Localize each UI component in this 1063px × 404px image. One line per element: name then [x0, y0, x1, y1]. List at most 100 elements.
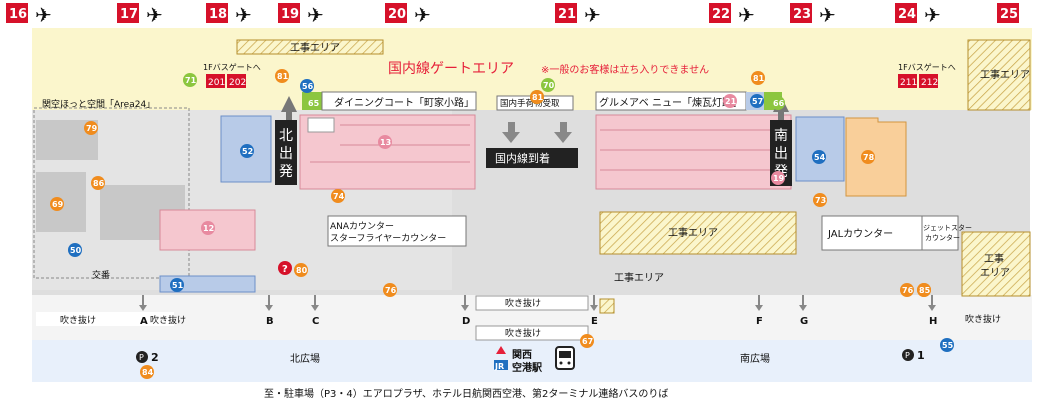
svg-text:80: 80 [296, 266, 308, 275]
bus-gate-number: 211 [900, 78, 917, 88]
starflyer-counter-label: スターフライヤーカウンター [330, 233, 446, 244]
svg-text:76: 76 [385, 286, 397, 295]
gate-area-title: 国内線ゲートエリア [388, 61, 514, 77]
svg-text:79: 79 [86, 124, 98, 133]
parking-p1-icon [902, 349, 914, 361]
airplane-icon: ✈ [35, 3, 52, 27]
domestic-arrival-block [486, 148, 578, 168]
south-departure-block [770, 120, 792, 186]
construction-label-right: 工事エリア [980, 68, 1030, 81]
bus-gate-212 [919, 74, 938, 88]
marker-pink-12: 12 [201, 221, 215, 235]
airplane-icon: ✈ [146, 3, 163, 27]
gate-area-note: ※一般のお客様は立ち入りできません [541, 63, 709, 76]
airplane-icon: ✈ [584, 3, 601, 27]
koban-label: 交番 [92, 269, 110, 281]
gate-number: 19 [281, 7, 299, 22]
construction-area-lower-right [961, 231, 1031, 297]
marker-orange-80: 80 [294, 263, 308, 277]
svg-text:81: 81 [277, 72, 289, 81]
marker-green-71: 71 [183, 73, 197, 87]
gate-20: 20✈ [385, 3, 431, 27]
gourmet-avenue-label: グルメアベ ニュー「煉瓦灯路」 [599, 96, 742, 109]
entrance-F: F [756, 316, 763, 327]
parking-p1-label: 1 [917, 349, 925, 362]
marker-orange-81: 81 [530, 90, 544, 104]
construction-area-middle [599, 211, 797, 255]
gate-25: 25 [997, 3, 1019, 23]
marker-orange-69: 69 [50, 197, 64, 211]
departure-char: 出 [774, 146, 788, 162]
svg-text:57: 57 [752, 97, 763, 106]
svg-text:67: 67 [582, 337, 593, 346]
marker-green-65: 65 [306, 96, 320, 110]
construction-area-top [236, 39, 384, 55]
gate-number: 24 [898, 7, 916, 22]
gate-strip [0, 0, 1063, 32]
airplane-icon: ✈ [414, 3, 431, 27]
gate-24: 24✈ [895, 3, 941, 27]
gate-19: 19✈ [278, 3, 324, 27]
svg-text:73: 73 [815, 196, 826, 205]
svg-text:12: 12 [203, 224, 214, 233]
gate-22: 22✈ [709, 3, 755, 27]
parking-p2-label: 2 [151, 351, 159, 364]
jal-counter-box [821, 215, 923, 251]
departure-char: 出 [279, 146, 293, 162]
gate-number: 16 [9, 7, 27, 22]
info-icon: ? [278, 261, 292, 275]
gate-number: 17 [120, 7, 138, 22]
shop-12 [159, 209, 256, 251]
area24-block [33, 107, 190, 279]
airplane-icon: ✈ [235, 3, 252, 27]
svg-text:21: 21 [725, 97, 737, 106]
svg-text:69: 69 [52, 200, 64, 209]
bus-gate-211 [898, 74, 917, 88]
marker-blue-52: 52 [240, 144, 254, 158]
marker-orange-73: 73 [813, 193, 827, 207]
gate-number: 23 [793, 7, 811, 22]
shop-51 [159, 275, 256, 293]
entrance-G: G [800, 316, 808, 327]
fukinuke-label-2: 吹き抜け [150, 314, 186, 326]
marker-blue-51: 51 [170, 278, 184, 292]
fukinuke-label-5: 吹き抜け [965, 313, 1001, 325]
shop-78 [845, 117, 907, 197]
marker-orange-86: 86 [91, 176, 105, 190]
svg-text:65: 65 [308, 99, 320, 108]
marker-orange-74: 74 [331, 189, 345, 203]
marker-orange-85: 85 [917, 283, 931, 297]
entrance-E: E [591, 316, 598, 327]
svg-text:JR: JR [494, 362, 504, 371]
plaza-band [32, 340, 1032, 382]
station-label-1: 関西 [512, 349, 532, 361]
jetstar-counter-label-1: ジェットスター [923, 223, 972, 232]
baggage-claim-label: 国内手荷物受取 [500, 98, 560, 109]
bus-gate-number: 202 [229, 78, 246, 88]
entrance-A: A [140, 316, 148, 327]
svg-text:84: 84 [142, 368, 154, 377]
svg-text:66: 66 [773, 99, 785, 108]
marker-orange-81: 81 [751, 71, 765, 85]
marker-blue-56: 56 [300, 79, 314, 93]
marker-blue-55: 55 [940, 338, 954, 352]
entrance-C: C [312, 316, 319, 327]
svg-text:71: 71 [185, 76, 197, 85]
marker-pink-13: 13 [378, 135, 392, 149]
gate-17: 17 ✈ [117, 3, 163, 27]
marker-green-70: 70 [541, 78, 555, 92]
jr-logo [494, 360, 508, 370]
marker-orange-79: 79 [84, 121, 98, 135]
north-departure-label: 北出発 [279, 128, 293, 180]
ana-counter-box [327, 215, 467, 247]
gate-21: 21✈ [555, 3, 601, 27]
parking-p2-icon [136, 351, 148, 363]
svg-text:78: 78 [863, 153, 875, 162]
construction-label-top: 工事エリア [290, 41, 340, 54]
entrance-B: B [266, 316, 274, 327]
marker-orange-81: 81 [275, 69, 289, 83]
bus-gate-number: 201 [208, 78, 225, 88]
north-plaza-label: 北広場 [290, 352, 320, 365]
